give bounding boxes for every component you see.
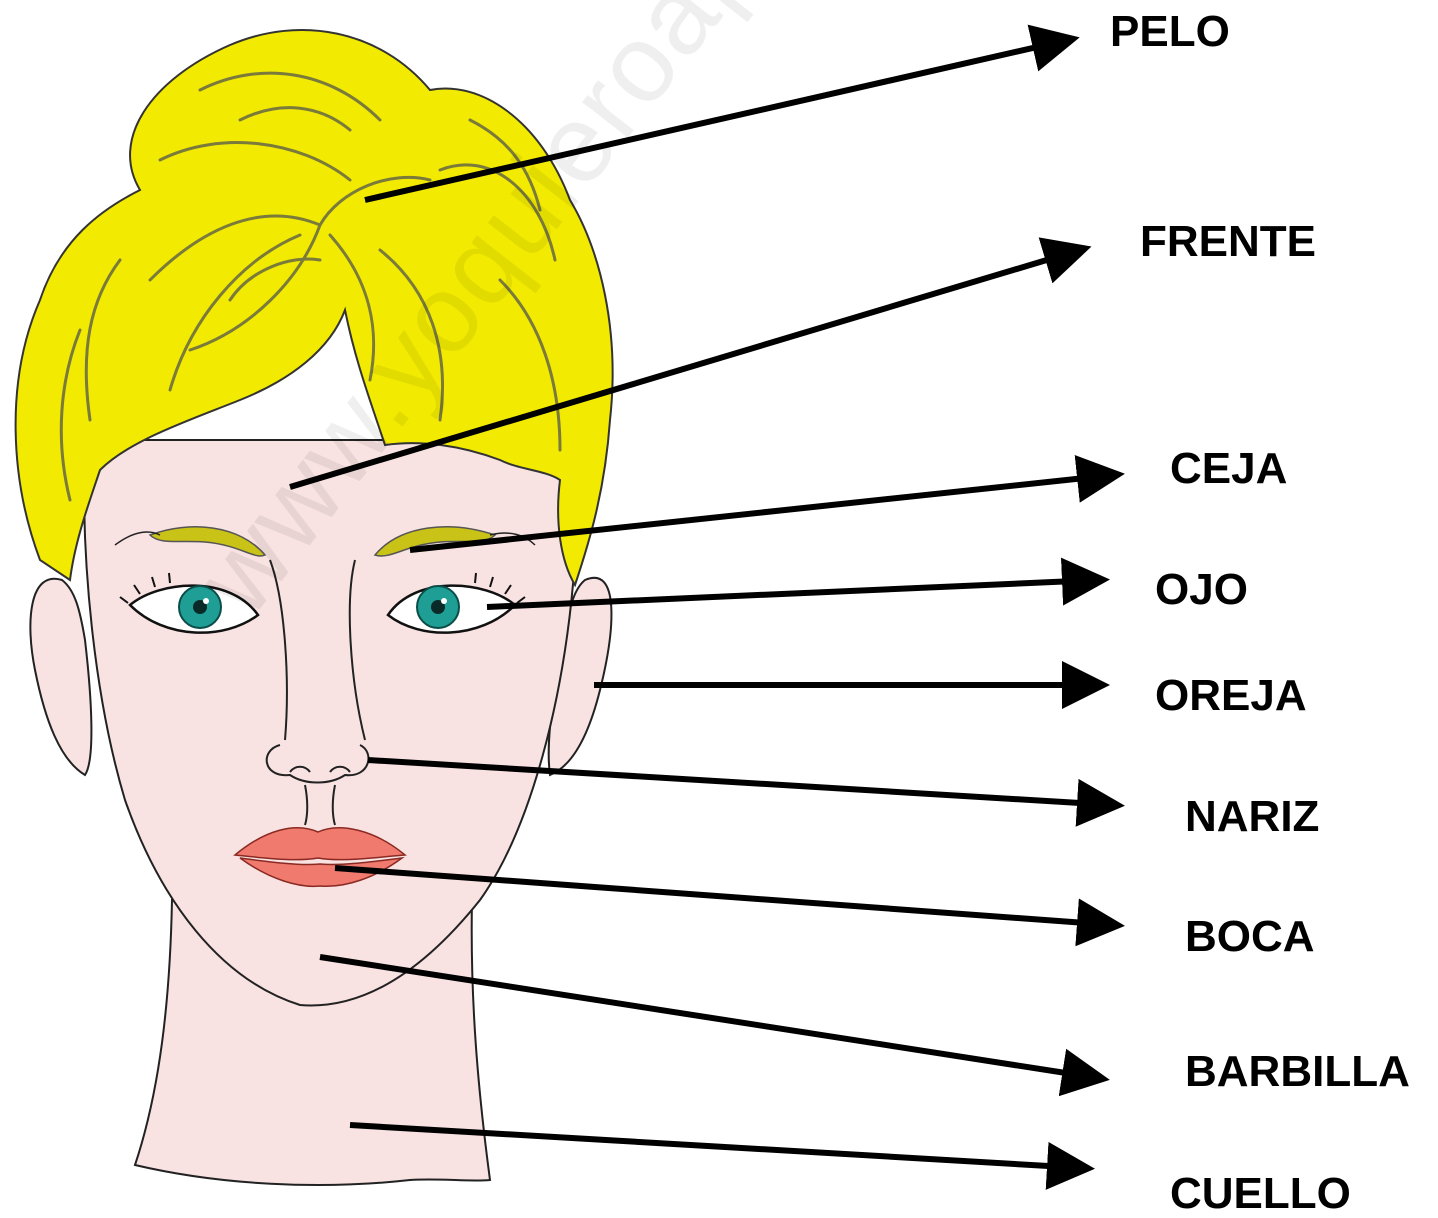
label-cuello: CUELLO (1170, 1172, 1351, 1216)
label-boca: BOCA (1185, 915, 1315, 959)
label-ojo: OJO (1155, 568, 1248, 612)
label-oreja: OREJA (1155, 674, 1307, 718)
label-barbilla: BARBILLA (1185, 1050, 1410, 1094)
label-frente: FRENTE (1140, 220, 1316, 264)
label-nariz: NARIZ (1185, 795, 1319, 839)
label-pelo: PELO (1110, 10, 1230, 54)
label-ceja: CEJA (1170, 447, 1287, 491)
left-ear (30, 579, 91, 775)
